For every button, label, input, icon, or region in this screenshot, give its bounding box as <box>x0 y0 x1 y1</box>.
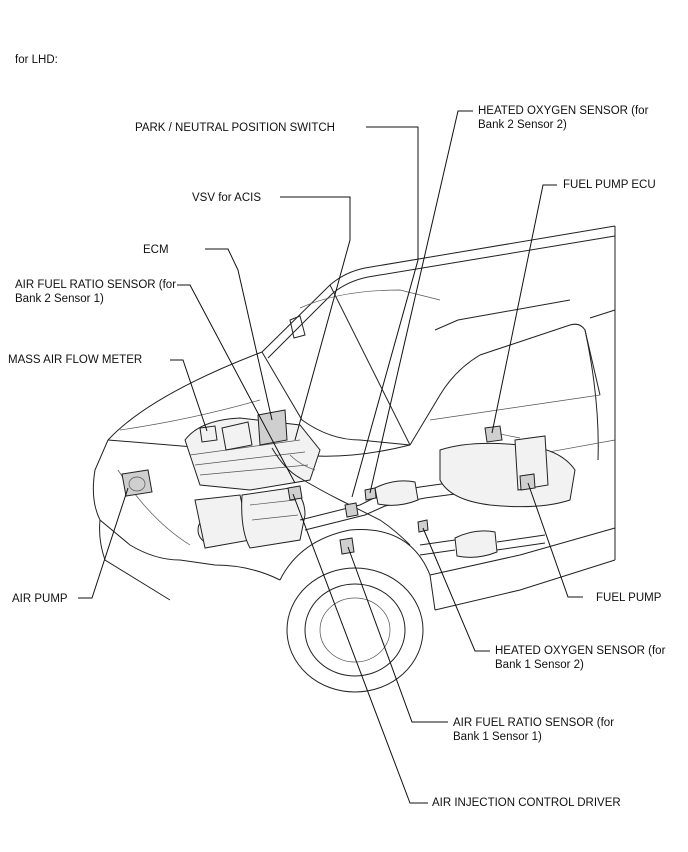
label-af-sensor-bank2: AIR FUEL RATIO SENSOR (for Bank 2 Sensor… <box>15 278 176 306</box>
exhaust-system <box>287 479 546 558</box>
leader-fuel-pump <box>527 482 583 598</box>
label-af-sensor-bank1-line2: Bank 1 Sensor 1) <box>453 731 542 743</box>
engine-assembly <box>121 409 411 549</box>
leader-air-pump <box>78 487 129 599</box>
label-fuel-pump-ecu: FUEL PUMP ECU <box>563 179 656 191</box>
leader-lines <box>78 110 583 804</box>
label-ho2-sensor-bank2-line1: HEATED OXYGEN SENSOR (for <box>478 105 649 117</box>
label-af-sensor-bank1-line1: AIR FUEL RATIO SENSOR (for <box>453 717 615 729</box>
label-af-sensor-bank2-line1: AIR FUEL RATIO SENSOR (for <box>15 279 177 291</box>
label-ho2-sensor-bank1-line1: HEATED OXYGEN SENSOR (for <box>495 645 666 657</box>
leader-ho2-bank1 <box>422 527 490 652</box>
leader-air-injection <box>292 493 428 804</box>
leader-fuel-pump-ecu <box>491 184 557 434</box>
label-mass-air-flow-meter: MASS AIR FLOW METER <box>8 354 143 366</box>
vehicle-body <box>92 225 616 693</box>
label-air-pump: AIR PUMP <box>12 593 68 605</box>
label-ho2-sensor-bank2: HEATED OXYGEN SENSOR (for Bank 2 Sensor … <box>478 104 648 132</box>
label-ho2-sensor-bank1-line2: Bank 1 Sensor 2) <box>495 659 584 671</box>
leader-ecm <box>205 248 273 421</box>
label-ho2-sensor-bank2-line2: Bank 2 Sensor 2) <box>478 119 567 131</box>
label-af-sensor-bank2-line2: Bank 2 Sensor 1) <box>15 293 104 305</box>
label-fuel-pump: FUEL PUMP <box>596 592 662 604</box>
label-af-sensor-bank1: AIR FUEL RATIO SENSOR (for Bank 1 Sensor… <box>453 716 614 744</box>
leader-maf <box>170 359 208 432</box>
label-ho2-sensor-bank1: HEATED OXYGEN SENSOR (for Bank 1 Sensor … <box>495 644 665 672</box>
leader-ho2-bank2 <box>369 110 473 494</box>
leader-vsv-acis <box>280 196 351 441</box>
lhd-note: for LHD: <box>15 54 58 66</box>
leader-park-neutral <box>351 126 419 498</box>
leader-af-bank1 <box>347 546 448 723</box>
leader-af-bank2 <box>177 284 296 484</box>
label-ecm: ECM <box>143 244 169 256</box>
fuel-system <box>439 425 576 508</box>
label-vsv-acis: VSV for ACIS <box>192 192 262 204</box>
label-park-neutral-switch: PARK / NEUTRAL POSITION SWITCH <box>135 122 335 134</box>
label-air-injection-control-driver: AIR INJECTION CONTROL DRIVER <box>432 797 621 809</box>
